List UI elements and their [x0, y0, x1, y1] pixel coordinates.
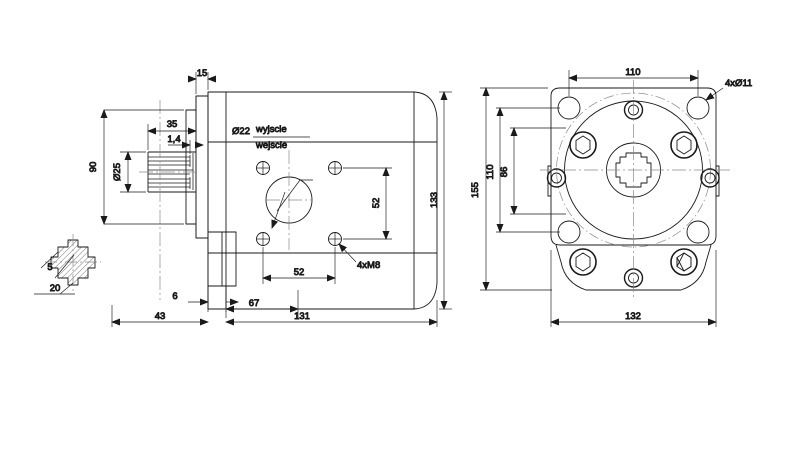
dim-overall-height: 155: [470, 182, 481, 198]
dim-spline-tooth-width: 5: [47, 262, 52, 273]
dim-spline-groove: 1,4: [167, 134, 180, 145]
side-view-geometry: [147, 91, 438, 310]
dim-body-height: 133: [429, 192, 440, 208]
dim-overall-width: 132: [625, 311, 641, 322]
callout-text-group: Ø22 wyjscie wejscie 4xM8 4xØ11: [232, 78, 753, 272]
dim-inner-height: 86: [499, 167, 510, 178]
dimension-lines: [34, 70, 724, 327]
label-port-in: wejscie: [255, 140, 287, 151]
dim-flange-thickness: 15: [197, 68, 208, 79]
dimension-text-group: 15 35 1,4 Ø25 90 133 52 52 6 43 67 131 1…: [47, 67, 641, 323]
dim-foot-offset: 6: [172, 291, 177, 302]
dim-port-spacing-horizontal: 52: [294, 267, 305, 278]
dim-shaft-length: 35: [167, 119, 178, 130]
dim-front-length: 43: [155, 311, 166, 322]
label-port-out: wyjscie: [255, 124, 287, 135]
front-view-center-lines: [540, 80, 730, 300]
label-port-diameter: Ø22: [232, 126, 250, 137]
dim-bolt-circle-width: 110: [625, 67, 640, 78]
dim-flange-height: 90: [88, 162, 99, 173]
label-mount-holes: 4xØ11: [725, 78, 752, 89]
dim-spline-od: 20: [50, 283, 61, 294]
dim-total-length: 131: [294, 311, 310, 322]
dim-port-spacing-vertical: 52: [371, 198, 382, 209]
dim-port-face-length: 67: [249, 298, 260, 309]
label-bolt-callout: 4xM8: [357, 260, 380, 271]
dim-mount-height: 110: [485, 164, 496, 179]
spline-detail-center-lines: [45, 234, 101, 292]
dim-shaft-diameter: Ø25: [112, 163, 123, 181]
